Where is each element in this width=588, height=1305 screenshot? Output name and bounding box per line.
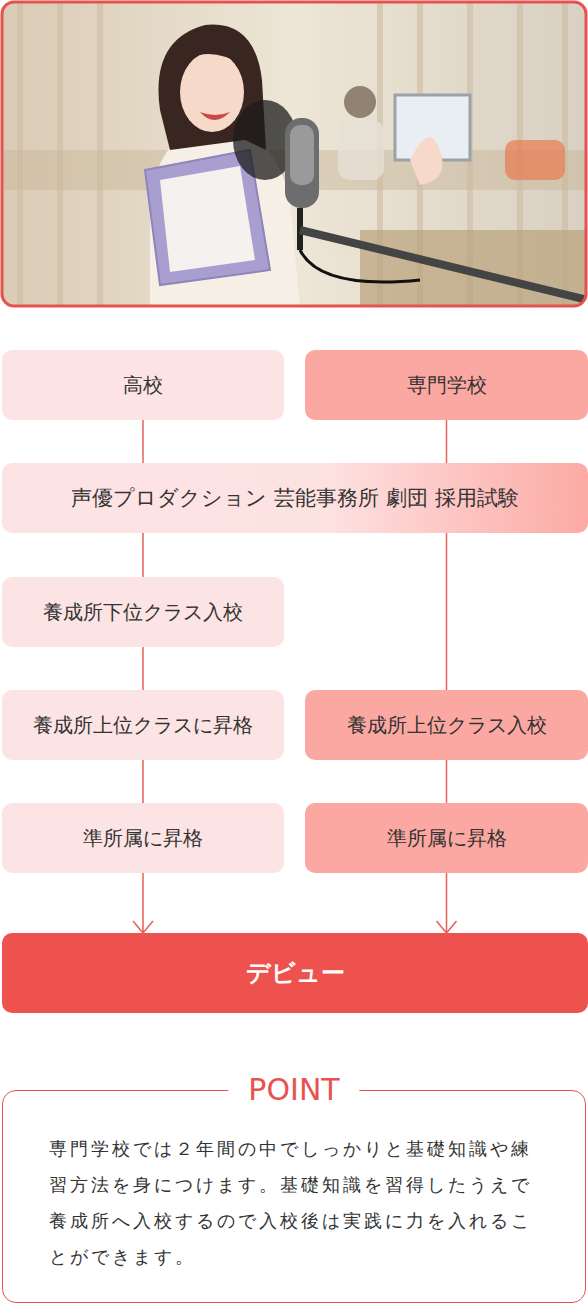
flow-connector [142,760,144,803]
flow-connector [133,873,153,933]
process-box: 準所属に昇格 [305,803,588,873]
start-box: 専門学校 [305,350,588,420]
photo [0,0,588,308]
flow-connector [142,533,144,577]
node-label: 養成所下位クラス入校 [43,599,243,626]
start-box: 高校 [2,350,284,420]
flow-connector [446,420,448,463]
process-box: 養成所下位クラス入校 [2,577,284,647]
process-box: 準所属に昇格 [2,803,284,873]
node-label: 養成所上位クラスに昇格 [33,712,253,739]
node-label: 準所属に昇格 [83,825,203,852]
flow-connector [446,533,448,690]
node-label: 高校 [123,372,163,399]
flow-connector [446,760,448,803]
node-label: 専門学校 [407,372,487,399]
process-box: 養成所上位クラス入校 [305,690,588,760]
node-label: 声優プロダクション 芸能事務所 劇団 採用試験 [71,484,518,512]
node-label: 養成所上位クラス入校 [347,712,547,739]
goal-box: デビュー [2,933,588,1013]
node-label: 準所属に昇格 [387,825,507,852]
point-heading: POINT [228,1071,359,1109]
flow-connector [142,647,144,690]
node-label: デビュー [246,957,345,989]
exam-band: 声優プロダクション 芸能事務所 劇団 採用試験 [2,463,588,533]
flow-connector [142,420,144,463]
flow-connector [437,873,457,933]
point-box: POINT専門学校では２年間の中でしっかりと基礎知識や練習方法を身につけます。基… [2,1090,586,1303]
process-box: 養成所上位クラスに昇格 [2,690,284,760]
point-body: 専門学校では２年間の中でしっかりと基礎知識や練習方法を身につけます。基礎知識を習… [49,1131,541,1275]
